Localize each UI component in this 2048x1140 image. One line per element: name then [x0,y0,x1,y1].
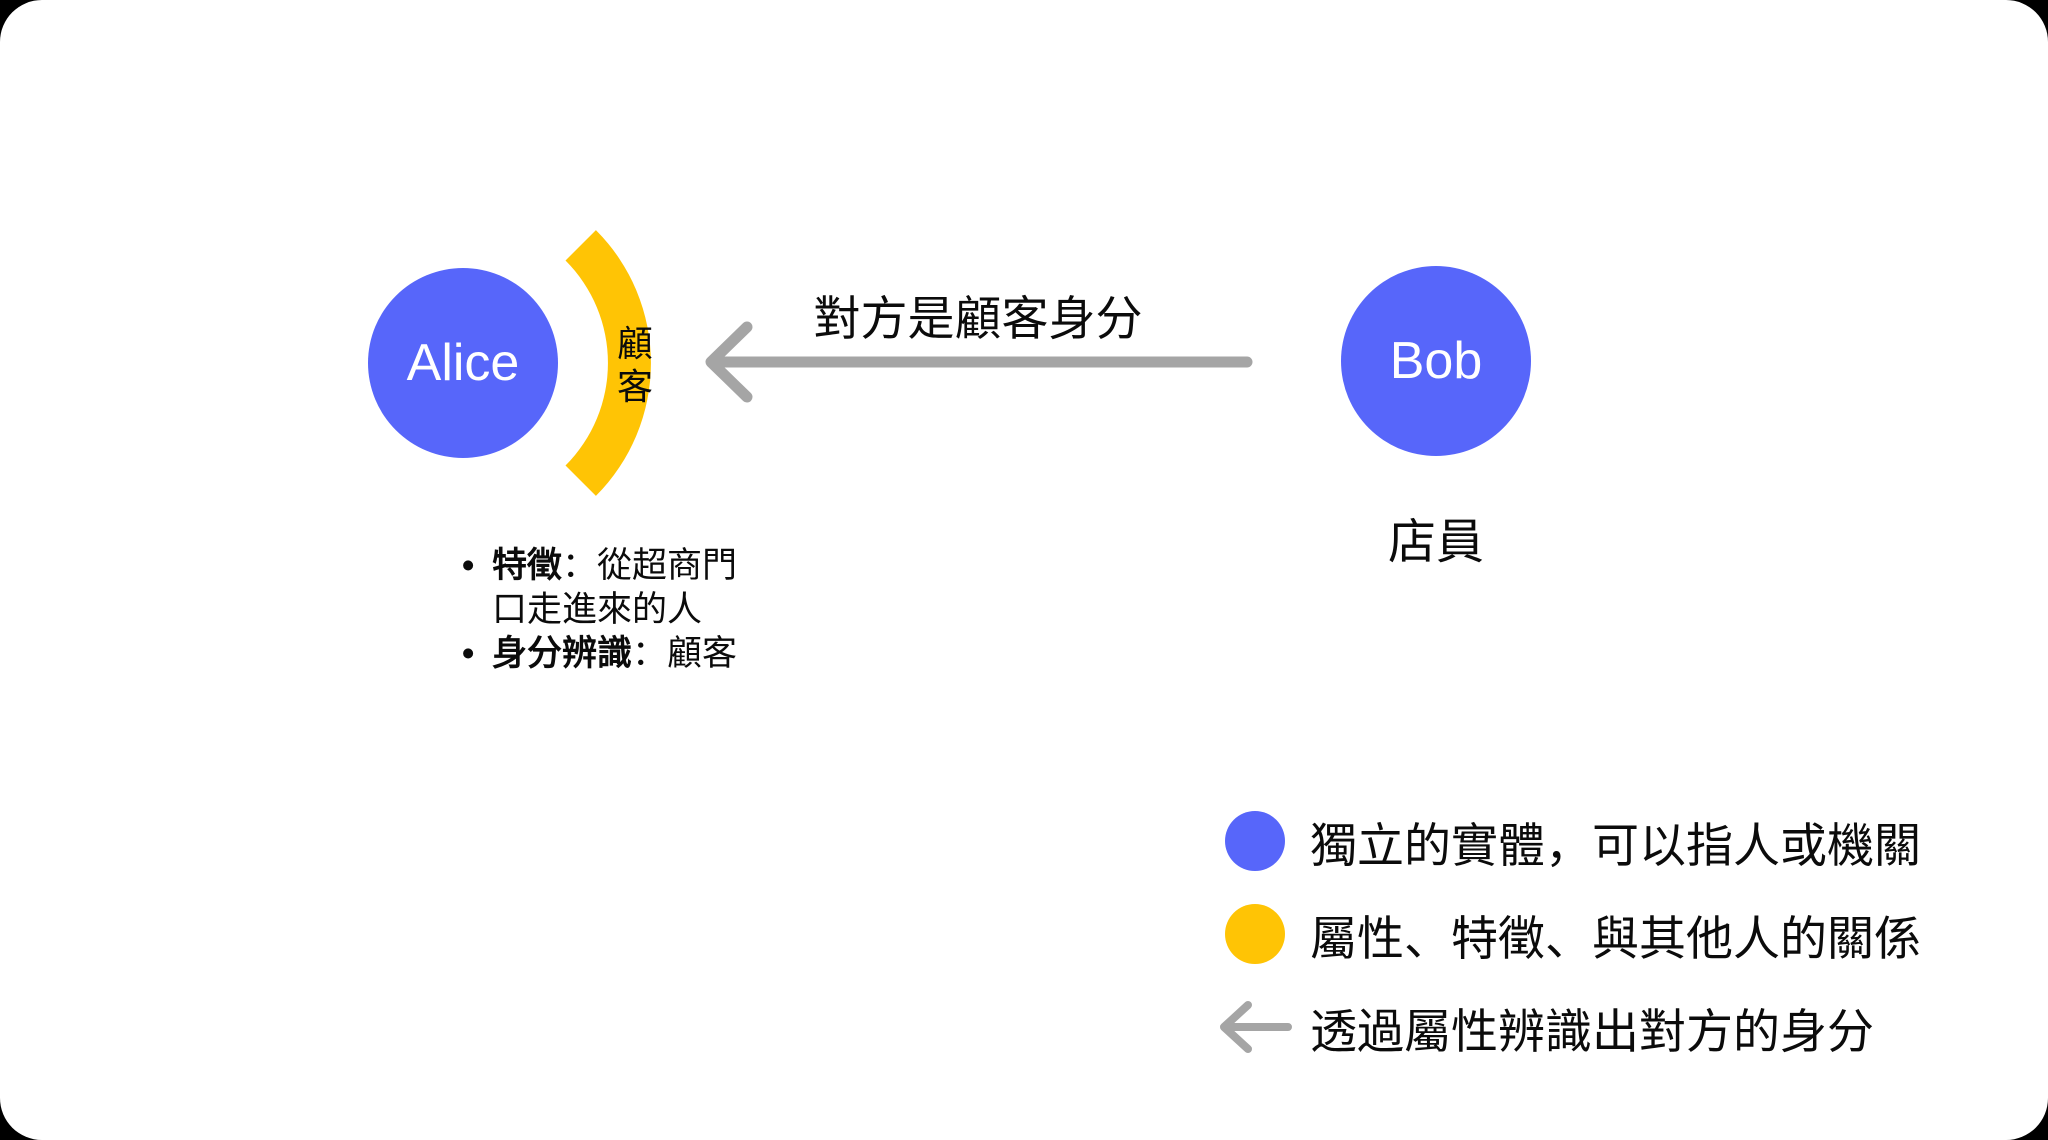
legend: 獨立的實體，可以指人或機關 屬性、特徵、與其他人的關係 透過屬性辨識出對方的身分 [1220,811,1921,1090]
entity-circle-bob: Bob [1341,266,1531,456]
attribute-dot-icon [1220,904,1290,964]
note-text: ：從超商門口走進來的人 [492,546,738,629]
customer-attribute-arc [565,230,651,496]
legend-arrow-icon [1220,1001,1292,1053]
entity-dot-icon [1220,811,1290,871]
legend-row-arrow: 透過屬性辨識出對方的身分 [1220,997,1921,1058]
entity-circle-alice: Alice [368,268,558,458]
note-text: ：顧客 [632,634,738,673]
alice-notes-list: 特徵：從超商門口走進來的人 身分辨識：顧客 [462,544,762,676]
legend-arrow-icon-slot [1220,997,1290,1057]
note-term: 身分辨識 [492,634,633,673]
alice-note-item: 特徵：從超商門口走進來的人 [462,544,750,632]
bob-role-label: 店員 [1387,516,1484,569]
alice-note-item: 身分辨識：顧客 [462,632,750,676]
identification-arrow [705,321,1253,403]
legend-row-entity: 獨立的實體，可以指人或機關 [1220,811,1921,872]
legend-entity-text: 獨立的實體，可以指人或機關 [1310,818,1921,872]
note-term: 特徵 [492,546,563,585]
alice-name-label: Alice [406,334,520,392]
bob-name-label: Bob [1389,332,1483,390]
legend-arrow-text: 透過屬性辨識出對方的身分 [1310,1004,1874,1058]
customer-arc-label: 顧客 [616,323,653,407]
legend-row-attribute: 屬性、特徵、與其他人的關係 [1220,904,1921,965]
identification-arrow-label: 對方是顧客身分 [813,292,1143,345]
attribute-dot [1225,904,1285,964]
entity-dot [1225,811,1285,871]
legend-attribute-text: 屬性、特徵、與其他人的關係 [1310,911,1921,965]
